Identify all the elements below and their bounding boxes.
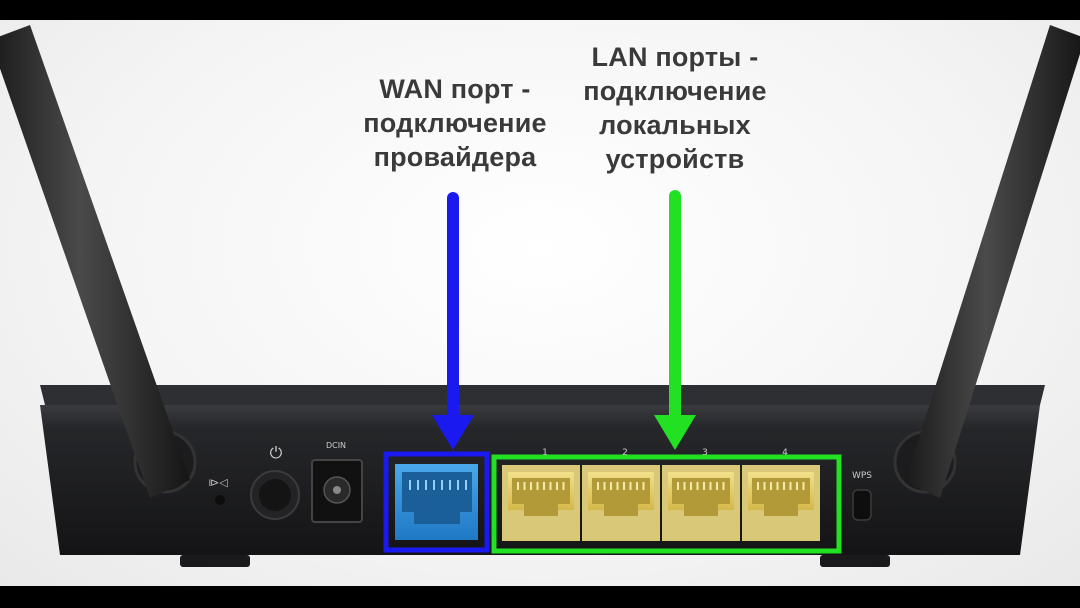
left-antenna (0, 25, 197, 498)
lan-port-number-3: 3 (702, 448, 708, 458)
wps-label: WPS (852, 471, 872, 481)
lan-port-1: 1 (502, 448, 580, 541)
router-illustration: ⧐◁ ⏻ DCIN (0, 25, 1080, 567)
lan-caption-line-2: подключение (583, 76, 767, 106)
lan-port-number-1: 1 (542, 448, 548, 458)
wan-port-caption: WAN порт - подключение провайдера (330, 72, 580, 174)
lan-caption-line-1: LAN порты - (591, 42, 759, 72)
wan-caption-line-2: подключение (363, 108, 547, 138)
lan-port-number-2: 2 (622, 448, 628, 458)
lan-port-number-4: 4 (782, 448, 788, 458)
lan-arrow (654, 190, 696, 450)
router-foot-left (180, 555, 250, 567)
lan-port-2: 2 (582, 448, 660, 541)
lan-highlight-frame (491, 454, 842, 554)
router-foot-right (820, 555, 890, 567)
dcin-label: DCIN (326, 441, 346, 450)
lan-port-4: 4 (742, 448, 820, 541)
lan-caption-line-4: устройств (605, 144, 745, 174)
lan-caption-line-3: локальных (599, 110, 751, 140)
lan-ports-caption: LAN порты - подключение локальных устрой… (555, 40, 795, 176)
wan-caption-line-1: WAN порт - (379, 74, 531, 104)
right-antenna (893, 25, 1080, 498)
lan-ports-group: 1 2 3 4 (502, 448, 820, 541)
dc-in-socket: DCIN (311, 441, 363, 523)
reset-symbol: ⧐◁ (208, 476, 228, 489)
lan-port-3: 3 (662, 448, 740, 541)
wan-port (383, 451, 490, 553)
power-icon: ⏻ (270, 443, 283, 462)
reset-button: ⧐◁ (208, 476, 228, 505)
wps-button: WPS (852, 471, 872, 521)
power-button: ⏻ (250, 443, 300, 520)
router-photo-scene: ⧐◁ ⏻ DCIN (0, 20, 1080, 586)
wan-arrow (432, 192, 474, 450)
wan-caption-line-3: провайдера (373, 142, 537, 172)
wan-highlight-frame (383, 451, 490, 553)
